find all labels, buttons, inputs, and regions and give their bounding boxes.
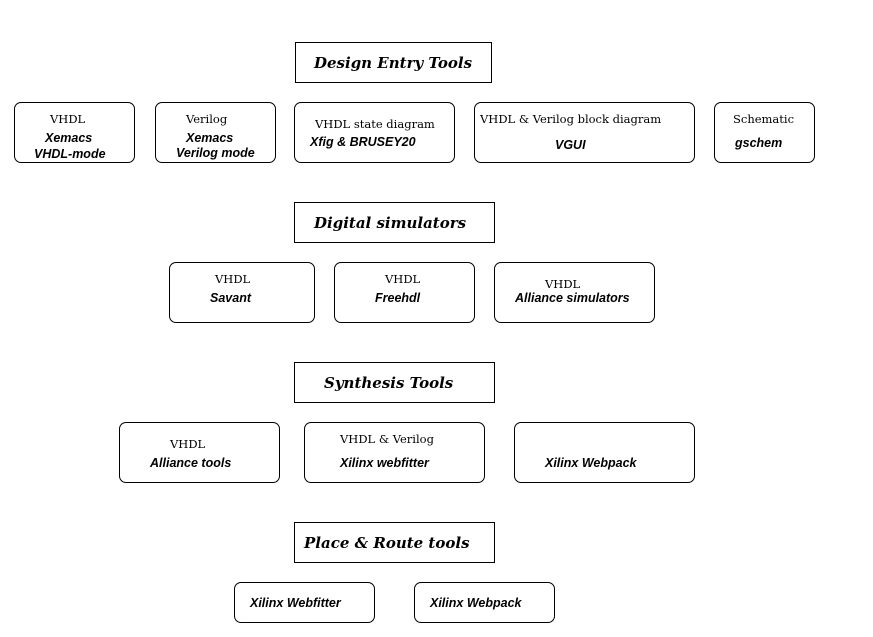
box-tool-label: Alliance tools (150, 456, 232, 470)
digital-simulators-title: Digital simulators (314, 213, 467, 232)
box-tool-label: gschem (735, 136, 783, 150)
xilinx-webpack-par-box: Xilinx Webpack (414, 582, 555, 623)
alliance-simulators-box: VHDL Alliance simulators (494, 262, 655, 323)
xilinx-webfitter-synthesis-box: VHDL & Verilog Xilinx webfitter (304, 422, 485, 483)
box-language-label: VHDL (215, 272, 251, 286)
box-tool-label: Xemacs (45, 131, 93, 145)
box-tool-label: Verilog mode (176, 146, 255, 160)
box-tool-label: Xilinx Webpack (430, 596, 522, 610)
box-tool-label: Xilinx Webfitter (250, 596, 341, 610)
vhdl-verilog-block-diagram-box: VHDL & Verilog block diagram VGUI (474, 102, 695, 163)
box-tool-label: Xfig & BRUSEY20 (310, 135, 416, 149)
xilinx-webfitter-par-box: Xilinx Webfitter (234, 582, 375, 623)
box-tool-label: Xilinx webfitter (340, 456, 429, 470)
synthesis-tools-header: Synthesis Tools (294, 362, 495, 403)
design-entry-tools-title: Design Entry Tools (314, 53, 473, 72)
box-language-label: VHDL & Verilog (340, 432, 434, 446)
box-language-label: VHDL (385, 272, 421, 286)
place-route-tools-header: Place & Route tools (294, 522, 495, 563)
box-tool-label: Freehdl (375, 291, 421, 305)
box-tool-label: Xemacs (186, 131, 234, 145)
digital-simulators-header: Digital simulators (294, 202, 495, 243)
alliance-tools-box: VHDL Alliance tools (119, 422, 280, 483)
box-language-label: VHDL (170, 437, 206, 451)
box-tool-label: VGUI (555, 138, 586, 152)
savant-box: VHDL Savant (169, 262, 315, 323)
box-tool-label: Savant (210, 291, 251, 305)
vhdl-xemacs-box: VHDL Xemacs VHDL-mode (14, 102, 135, 163)
box-tool-label: Xilinx Webpack (545, 456, 637, 470)
schematic-box: Schematic gschem (714, 102, 815, 163)
box-tool-label: Alliance simulators (515, 291, 630, 305)
box-tool-label: VHDL-mode (34, 147, 106, 161)
box-language-label: VHDL (50, 112, 86, 126)
vhdl-state-diagram-box: VHDL state diagram Xfig & BRUSEY20 (294, 102, 455, 163)
box-language-label: Schematic (733, 112, 795, 126)
box-language-label: Verilog (186, 112, 228, 126)
xilinx-webpack-synthesis-box: Xilinx Webpack (514, 422, 695, 483)
freehdl-box: VHDL Freehdl (334, 262, 475, 323)
place-route-tools-title: Place & Route tools (304, 533, 470, 552)
synthesis-tools-title: Synthesis Tools (324, 373, 454, 392)
box-language-label: VHDL & Verilog block diagram (480, 112, 662, 126)
verilog-xemacs-box: Verilog Xemacs Verilog mode (155, 102, 276, 163)
box-language-label: VHDL state diagram (315, 117, 435, 131)
design-entry-tools-header: Design Entry Tools (295, 42, 492, 83)
box-language-label: VHDL (545, 277, 581, 291)
